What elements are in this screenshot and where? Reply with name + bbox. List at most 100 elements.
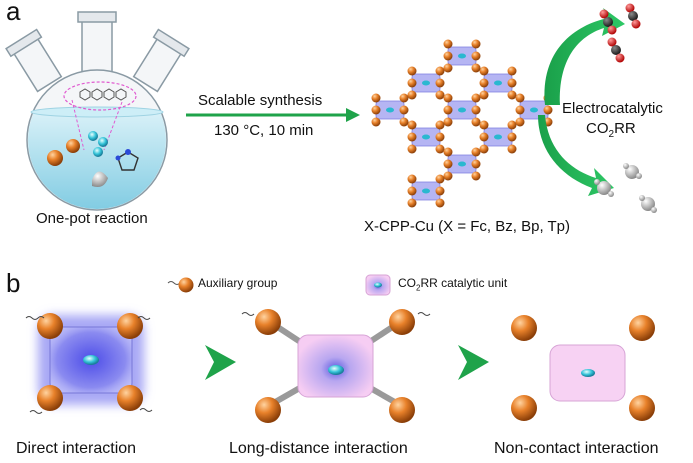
framework-node <box>407 66 445 100</box>
aux-sphere <box>399 105 409 115</box>
legend-catalytic-label: CO2RR catalytic unit <box>398 276 508 293</box>
aux-sphere <box>479 144 489 154</box>
framework-node <box>407 120 445 154</box>
aux-sphere <box>507 144 517 154</box>
aux-sphere <box>471 39 481 49</box>
framework-node <box>479 120 517 154</box>
aux-sphere <box>371 93 381 103</box>
imidazole-icon <box>115 149 139 171</box>
electrocatalytic-label: Electrocatalytic <box>562 100 663 117</box>
co2-molecule-icon <box>599 9 617 35</box>
three-neck-flask <box>5 11 190 211</box>
aux-sphere <box>479 66 489 76</box>
aux-sphere <box>407 174 417 184</box>
framework-node <box>515 93 553 127</box>
aux-sphere <box>471 51 481 61</box>
caption-direct-interaction: Direct interaction <box>16 440 137 457</box>
legend-aux-sphere-icon <box>178 277 194 293</box>
framework-illustration <box>371 39 553 208</box>
aux-sphere <box>407 66 417 76</box>
aux-sphere <box>399 117 409 127</box>
aux-sphere <box>435 90 445 100</box>
aux-sphere <box>471 171 481 181</box>
greater-than-icon-2 <box>458 345 489 380</box>
framework-node <box>479 66 517 100</box>
arrow-top-label: Scalable synthesis <box>198 92 323 109</box>
aux-sphere <box>471 93 481 103</box>
unit-non-contact-interaction <box>511 315 655 421</box>
unit-direct-interaction <box>25 313 153 414</box>
aux-sphere <box>435 174 445 184</box>
flask-left-neck <box>5 28 63 93</box>
aux-sphere <box>507 78 517 88</box>
aux-sphere <box>47 150 63 166</box>
aux-sphere <box>443 51 453 61</box>
aux-sphere <box>407 90 417 100</box>
aux-sphere <box>435 78 445 88</box>
aux-sphere <box>407 198 417 208</box>
framework-node <box>371 93 409 127</box>
panel-b-label: b <box>6 268 21 298</box>
aux-sphere <box>399 93 409 103</box>
aux-sphere <box>443 147 453 157</box>
ligand-molecule-icon <box>79 88 127 101</box>
framework-caption: X-CPP-Cu (X = Fc, Bz, Bp, Tp) <box>364 218 571 235</box>
aux-sphere <box>407 186 417 196</box>
molecule-bubble <box>63 81 137 111</box>
aux-sphere <box>371 105 381 115</box>
aux-sphere <box>435 198 445 208</box>
aux-sphere <box>471 63 481 73</box>
aux-sphere <box>407 144 417 154</box>
panel-a-label: a <box>6 0 21 26</box>
aux-sphere <box>66 139 80 153</box>
aux-sphere <box>471 117 481 127</box>
aux-sphere <box>507 132 517 142</box>
framework-node <box>443 93 481 127</box>
caption-long-distance-interaction: Long-distance interaction <box>229 440 408 457</box>
co2rr-label: CO2RR <box>586 120 636 140</box>
framework-node <box>407 174 445 208</box>
flask-liquid <box>28 112 166 209</box>
framework-node <box>443 39 481 73</box>
synthesis-arrow <box>186 108 360 122</box>
aux-sphere <box>407 78 417 88</box>
aux-sphere <box>435 144 445 154</box>
aux-sphere <box>479 132 489 142</box>
flask-center-neck <box>81 14 113 78</box>
aux-sphere <box>407 120 417 130</box>
aux-sphere <box>543 105 553 115</box>
aux-sphere <box>479 78 489 88</box>
aux-sphere <box>515 105 525 115</box>
copper-drop-icon <box>92 171 108 187</box>
aux-sphere <box>507 90 517 100</box>
aux-sphere <box>479 90 489 100</box>
co2-molecule-icon <box>607 37 625 63</box>
aux-sphere <box>371 117 381 127</box>
aux-sphere <box>435 66 445 76</box>
aux-sphere <box>515 117 525 127</box>
aux-sphere <box>515 93 525 103</box>
product-molecule-icon <box>623 163 642 179</box>
aux-sphere <box>507 120 517 130</box>
flask-caption: One-pot reaction <box>36 210 148 227</box>
aux-sphere <box>471 159 481 169</box>
product-molecule-icon <box>639 195 657 213</box>
aux-sphere <box>443 171 453 181</box>
framework-node <box>443 147 481 181</box>
aux-sphere <box>435 186 445 196</box>
aux-sphere <box>443 159 453 169</box>
product-molecule-icon <box>594 179 614 197</box>
legend-aux-label: Auxiliary group <box>198 276 278 290</box>
greater-than-icon-1 <box>205 345 236 380</box>
co2-molecule-icon <box>625 3 641 29</box>
aux-sphere <box>443 63 453 73</box>
aux-sphere <box>471 147 481 157</box>
aux-sphere <box>443 93 453 103</box>
aux-sphere <box>443 39 453 49</box>
aux-sphere <box>435 132 445 142</box>
aux-sphere <box>407 132 417 142</box>
aux-sphere <box>443 117 453 127</box>
aux-sphere <box>507 66 517 76</box>
flask-right-neck <box>132 28 190 93</box>
